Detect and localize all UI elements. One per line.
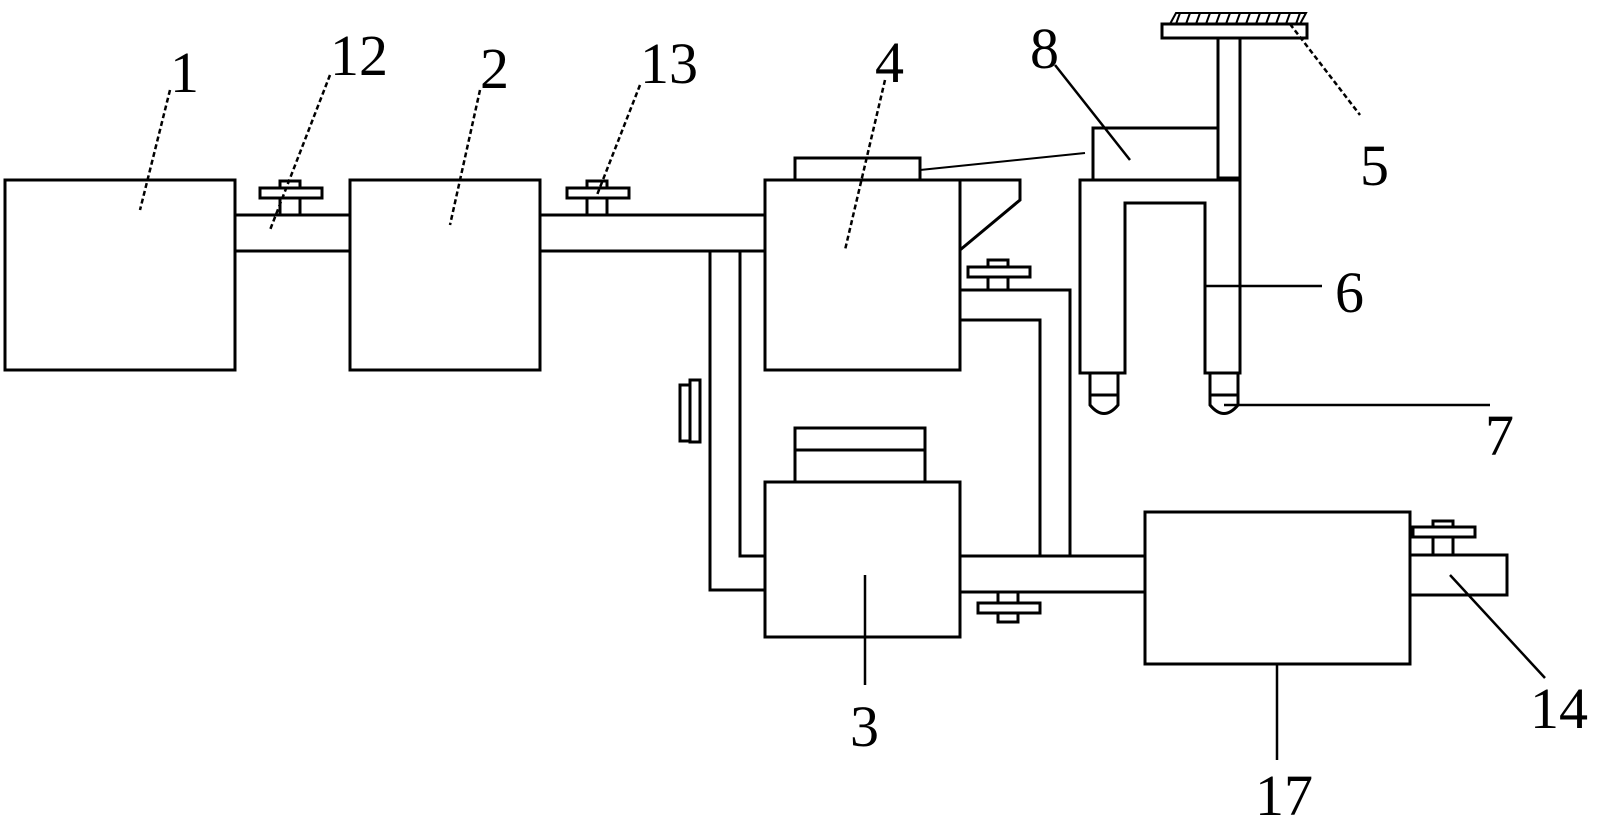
label-3: 3 <box>850 694 879 759</box>
connector-4-8 <box>919 152 1086 171</box>
label-2: 2 <box>480 36 509 101</box>
label-7: 7 <box>1485 403 1514 468</box>
component-2 <box>348 178 542 372</box>
leader-8 <box>1054 64 1131 161</box>
label-17: 17 <box>1255 763 1313 828</box>
leader-2 <box>448 89 482 226</box>
label-6: 6 <box>1335 260 1364 325</box>
component-5 <box>1160 12 1309 40</box>
valve-12 <box>258 179 324 217</box>
leader-12 <box>268 74 332 231</box>
foot-right <box>1208 371 1240 415</box>
pipe-2-4 <box>538 213 767 253</box>
component-17-block <box>1143 510 1412 666</box>
label-1: 1 <box>170 40 199 105</box>
leader-1 <box>138 89 172 211</box>
pipe-1-2 <box>233 213 352 253</box>
chute <box>959 178 1022 252</box>
label-13: 13 <box>640 31 698 96</box>
leader-13 <box>595 84 642 196</box>
valve-branch <box>678 378 702 444</box>
component-4 <box>763 178 962 372</box>
leader-4 <box>843 79 887 251</box>
valve-14 <box>1411 519 1477 557</box>
pipe-3-17 <box>958 554 1147 594</box>
label-12: 12 <box>330 23 388 88</box>
label-4: 4 <box>875 30 904 95</box>
component-3 <box>763 480 962 639</box>
pipe-branch-to-3 <box>708 251 765 592</box>
component-1 <box>3 178 237 372</box>
label-8: 8 <box>1030 16 1059 81</box>
label-14: 14 <box>1530 676 1588 741</box>
pipe-14 <box>1408 553 1509 597</box>
valve-bottom <box>976 590 1042 624</box>
component-4-top-plate <box>793 156 922 182</box>
component-3-top-plate-a <box>793 426 927 452</box>
column-6 <box>1216 36 1242 180</box>
foot-left <box>1088 371 1120 415</box>
frame-6 <box>1078 178 1242 375</box>
valve-return <box>966 258 1032 292</box>
label-5: 5 <box>1360 133 1389 198</box>
leader-5 <box>1289 23 1361 116</box>
valve-13 <box>565 179 631 217</box>
pipe-return-4 <box>960 288 1072 556</box>
leader-14 <box>1449 574 1546 679</box>
component-3-top-plate-b <box>793 448 927 484</box>
